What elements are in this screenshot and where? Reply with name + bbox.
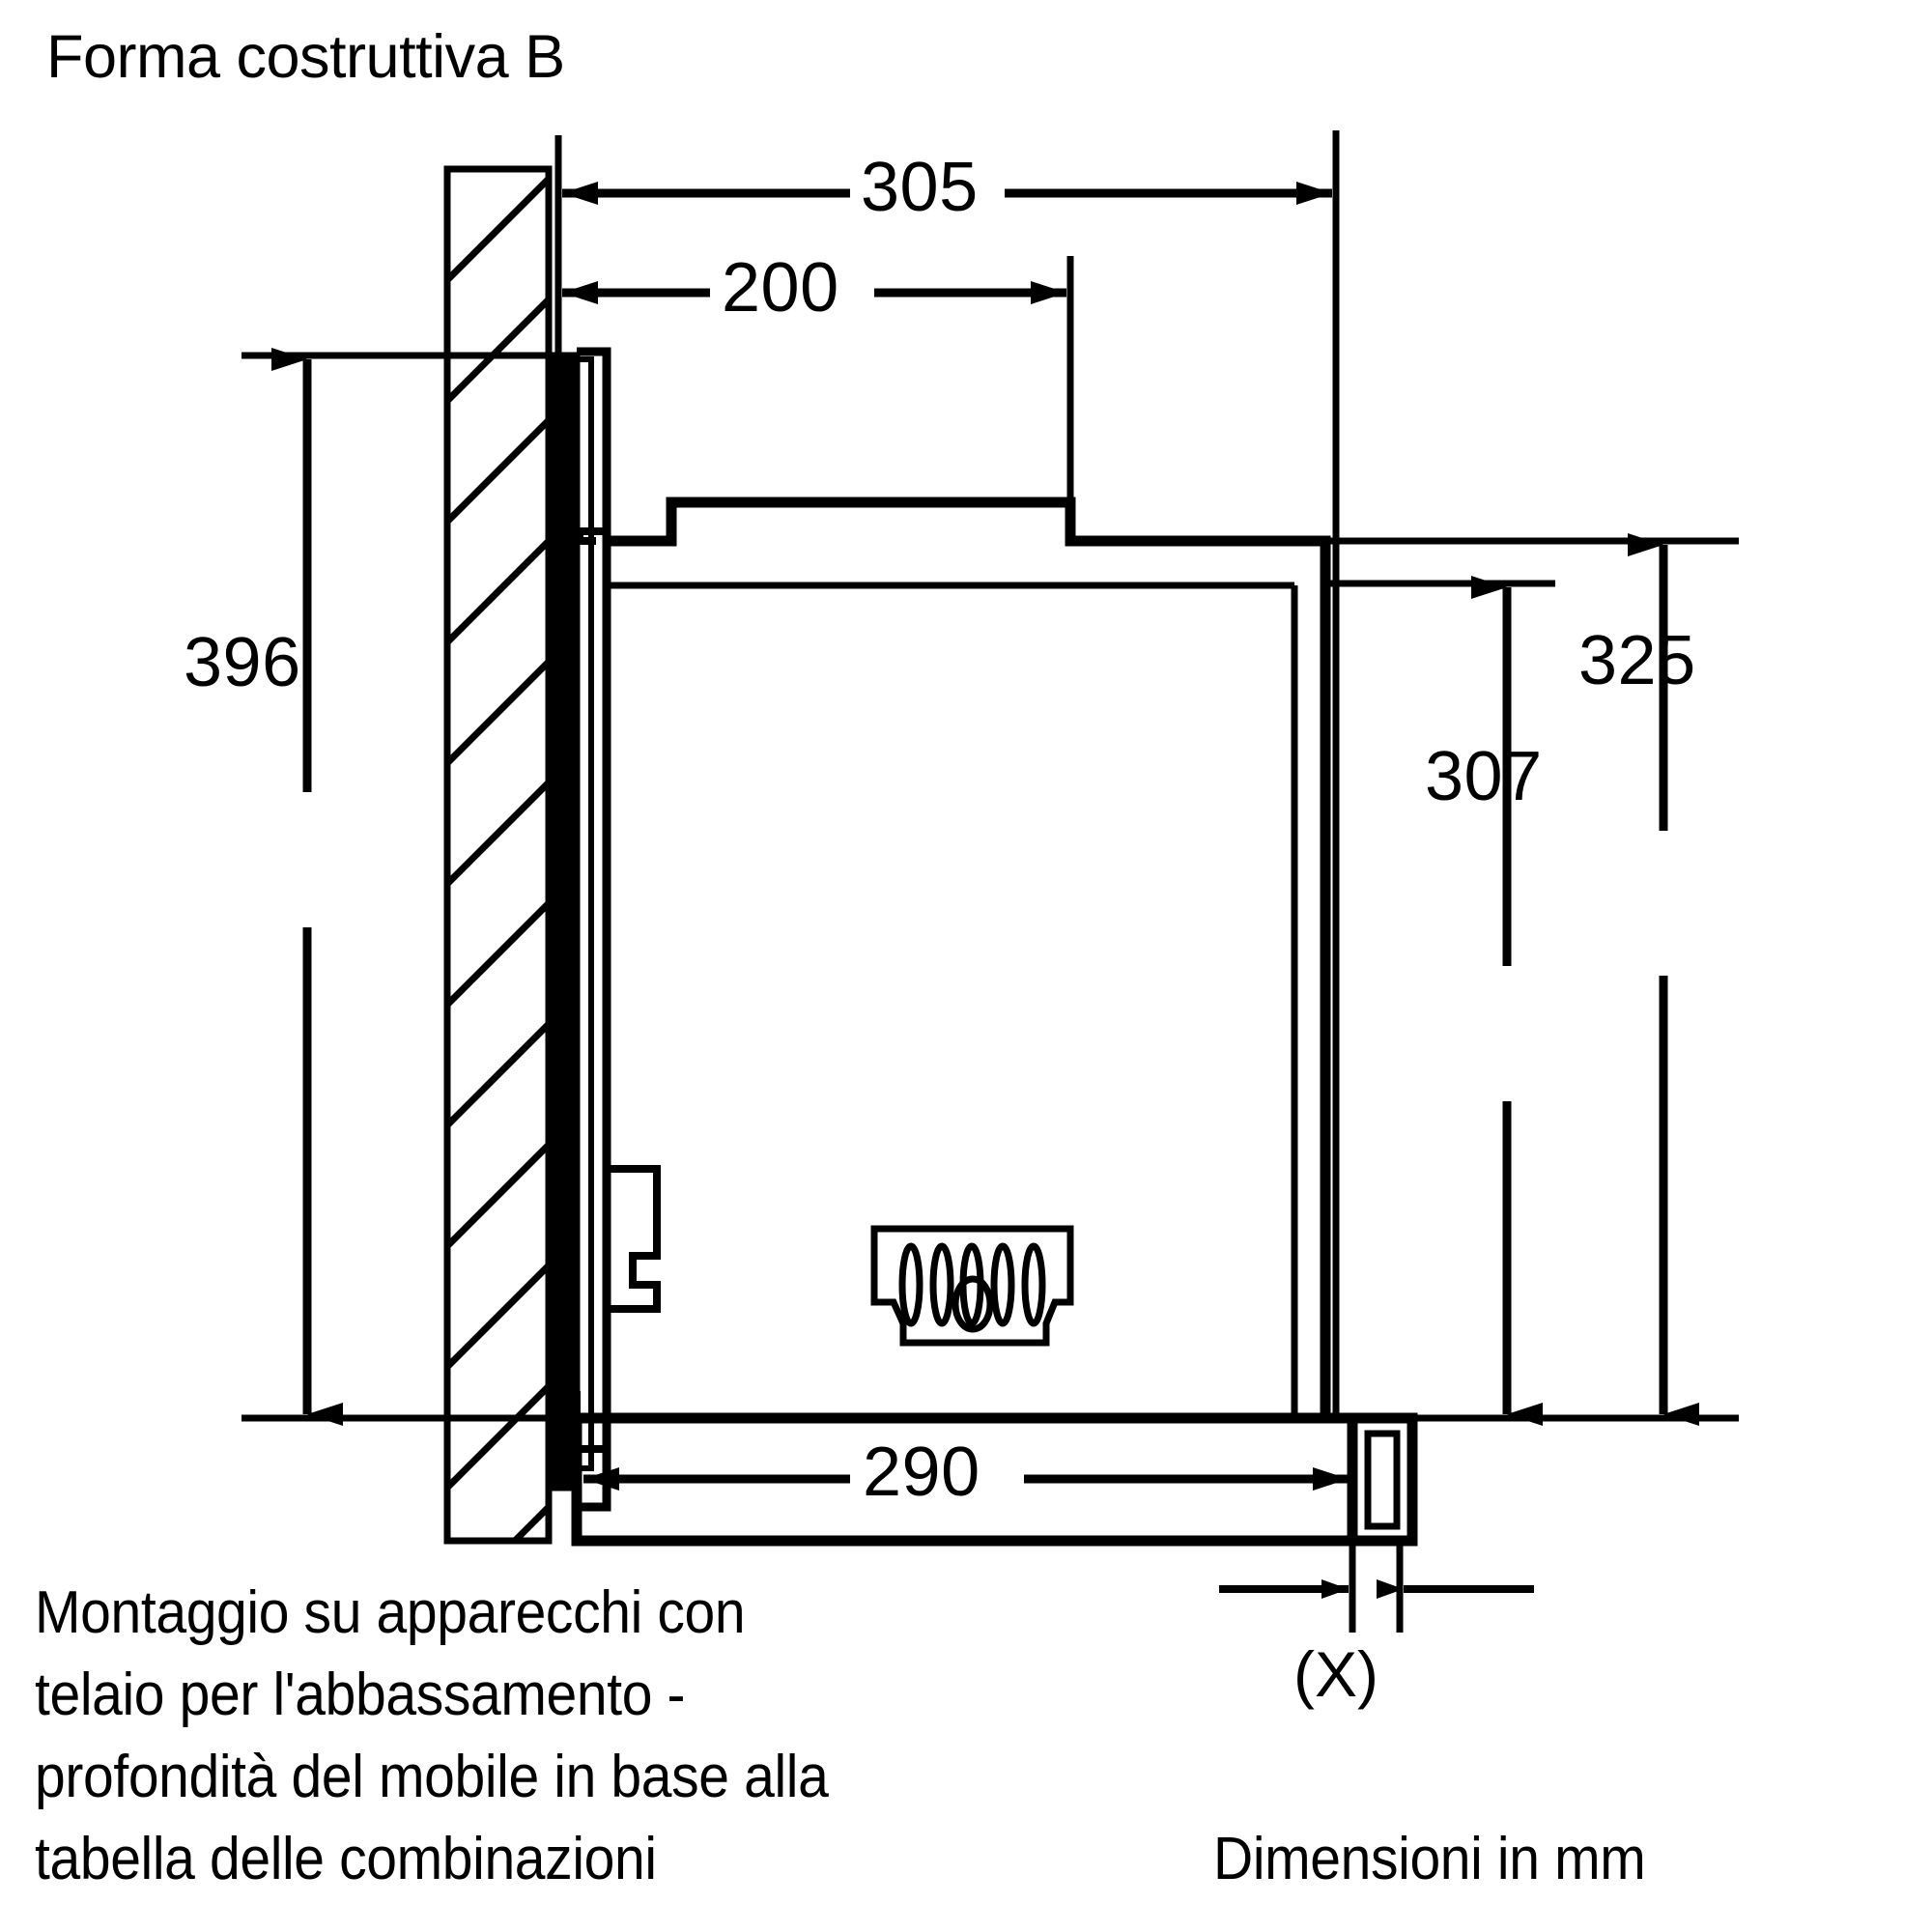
extension-lines	[242, 130, 1739, 1633]
installation-note-line-2: telaio per l'abbassamento -	[35, 1662, 686, 1728]
dimension-label-200: 200	[722, 249, 839, 327]
plinth-box	[571, 1412, 1418, 1547]
plinth-end-cap	[1364, 1430, 1401, 1530]
coil-turn-4	[990, 1242, 1015, 1327]
coil-turn-2	[929, 1242, 954, 1327]
dimension-lines	[271, 182, 1699, 1599]
callout-label-x: (X)	[1293, 1638, 1378, 1710]
coil-turn-1	[898, 1242, 923, 1327]
units-note: Dimensioni in mm	[1213, 1826, 1646, 1892]
coil-turn-5	[1021, 1242, 1046, 1327]
dimension-label-325: 325	[1578, 622, 1696, 699]
dimension-label-290: 290	[863, 1434, 980, 1511]
drawing-title: Forma costruttiva B	[46, 23, 565, 91]
upper-front-bracket	[576, 354, 611, 545]
installation-note-line-1: Montaggio su apparecchi con	[35, 1579, 746, 1646]
latch-hook-detail	[607, 1165, 661, 1313]
door-panel-seal	[547, 352, 581, 1492]
dimension-label-396: 396	[184, 624, 301, 701]
appliance-profile	[547, 347, 1418, 1547]
heater-bracket	[870, 1225, 1074, 1347]
dimension-label-307: 307	[1425, 738, 1543, 815]
coil-center-ring	[952, 1275, 994, 1333]
heating-element-icon	[870, 1225, 1074, 1347]
installation-note-line-4: tabella delle combinazioni	[35, 1826, 657, 1892]
installation-note-line-3: profondità del mobile in base alla	[35, 1744, 829, 1810]
dimension-label-305: 305	[861, 149, 979, 226]
